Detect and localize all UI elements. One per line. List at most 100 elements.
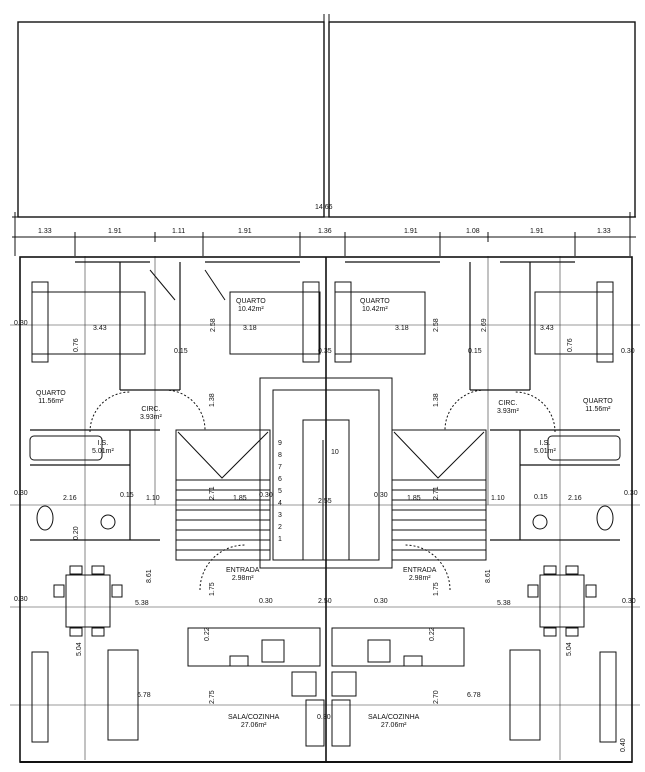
left-door-arcs — [89, 389, 246, 591]
room-area: 3.93m² — [140, 414, 162, 422]
left-kitchen-counter — [187, 627, 325, 747]
right-staircase — [391, 429, 487, 561]
step-number: 4 — [278, 500, 282, 507]
left-staircase — [175, 429, 271, 561]
dim-label-vertical: 2.69 — [481, 318, 488, 332]
dim-label: 3.18 — [243, 325, 257, 332]
dim-label-vertical: 0.22 — [429, 627, 436, 641]
dim-label: 0.30 — [374, 598, 388, 605]
top-dim-6: 1.91 — [404, 228, 418, 235]
top-dim-7: 1.08 — [466, 228, 480, 235]
room-area: 2.98m² — [408, 575, 431, 583]
dim-label: 3.43 — [93, 325, 107, 332]
room-name: CIRC. — [498, 400, 518, 407]
room-is-left: I.S.5.01m² — [92, 440, 114, 456]
right-cabinet — [599, 651, 617, 743]
dim-label: 6.78 — [137, 692, 151, 699]
dim-label-vertical: 0.20 — [73, 526, 80, 540]
right-shower — [532, 514, 548, 530]
dim-label: 0.30 — [14, 596, 28, 603]
top-dim-2: 1.91 — [108, 228, 122, 235]
room-name: CIRC. — [141, 406, 161, 413]
room-name: ENTRADA — [226, 567, 260, 574]
room-area: 27.06m² — [380, 722, 407, 730]
dim-label: 0.30 — [259, 598, 273, 605]
dimension-ticks — [14, 212, 631, 256]
dim-label-vertical: 2.70 — [433, 690, 440, 704]
room-area: 11.56m² — [38, 398, 64, 406]
dim-label: 0.30 — [624, 490, 638, 497]
left-cabinet — [31, 651, 49, 743]
dim-label: 0.30 — [317, 714, 331, 721]
dim-label: 0.15 — [534, 494, 548, 501]
left-bed-outer — [31, 281, 146, 363]
room-area: 5.01m² — [534, 448, 556, 456]
room-area: 11.56m² — [585, 406, 611, 414]
right-door-arcs — [404, 389, 556, 591]
room-name: QUARTO — [236, 298, 266, 305]
right-kitchen-counter — [331, 627, 465, 747]
room-area: 27.06m² — [240, 722, 267, 730]
dim-label-vertical: 0.22 — [204, 627, 211, 641]
dim-label: 1.85 — [407, 495, 421, 502]
room-name: QUARTO — [583, 398, 613, 405]
step-number: 10 — [331, 449, 339, 456]
step-number: 7 — [278, 464, 282, 471]
dim-label: 0.35 — [318, 348, 332, 355]
left-bed-inner-head — [302, 281, 320, 363]
step-number: 6 — [278, 476, 282, 483]
dim-label-vertical: 8.61 — [485, 569, 492, 583]
step-number: 9 — [278, 440, 282, 447]
right-toilet — [596, 505, 614, 531]
left-wardrobe — [149, 269, 226, 301]
dim-label: 0.30 — [622, 598, 636, 605]
dim-label-vertical: 1.38 — [433, 393, 440, 407]
dim-label-vertical: 5.04 — [76, 642, 83, 656]
dim-label-vertical: 1.75 — [433, 582, 440, 596]
room-circ-left: CIRC.3.93m² — [140, 406, 162, 422]
dim-label-vertical: 1.38 — [209, 393, 216, 407]
dim-label: 3.18 — [395, 325, 409, 332]
step-number: 8 — [278, 452, 282, 459]
room-area: 5.01m² — [92, 448, 114, 456]
top-dim-8: 1.91 — [530, 228, 544, 235]
room-name: ENTRADA — [403, 567, 437, 574]
dim-label: 2.50 — [318, 598, 332, 605]
dim-label-vertical: 0.40 — [620, 738, 627, 752]
room-name: QUARTO — [36, 390, 66, 397]
left-shower — [100, 514, 116, 530]
dim-label: 3.43 — [540, 325, 554, 332]
central-stair-core — [259, 377, 393, 569]
room-name: SALA/COZINHA — [228, 714, 280, 721]
step-number: 1 — [278, 536, 282, 543]
room-name: QUARTO — [360, 298, 390, 305]
right-bed-outer — [534, 281, 614, 363]
right-dining-table — [527, 565, 597, 637]
step-number: 5 — [278, 488, 282, 495]
left-dining-table — [53, 565, 123, 637]
top-dim-5: 1.36 — [318, 228, 332, 235]
overall-dimension-label: 14.66 — [315, 204, 333, 211]
dim-label-vertical: 2.71 — [433, 486, 440, 500]
dim-label: 1.10 — [491, 495, 505, 502]
dim-label: 1.85 — [233, 495, 247, 502]
dim-label-vertical: 5.04 — [566, 642, 573, 656]
top-dim-3: 1.11 — [172, 228, 186, 235]
dim-label: 0.15 — [468, 348, 482, 355]
dim-label: 5.38 — [135, 600, 149, 607]
dim-label: 5.38 — [497, 600, 511, 607]
left-sofa — [107, 649, 139, 741]
dim-label-vertical: 2.58 — [433, 318, 440, 332]
upper-block-right — [328, 21, 636, 218]
room-area: 3.93m² — [497, 408, 519, 416]
dim-label-vertical: 2.58 — [210, 318, 217, 332]
room-circ-right: CIRC.3.93m² — [497, 400, 519, 416]
top-dim-1: 1.33 — [38, 228, 52, 235]
right-bed-inner-head — [334, 281, 352, 363]
dim-label-vertical: 8.61 — [146, 569, 153, 583]
